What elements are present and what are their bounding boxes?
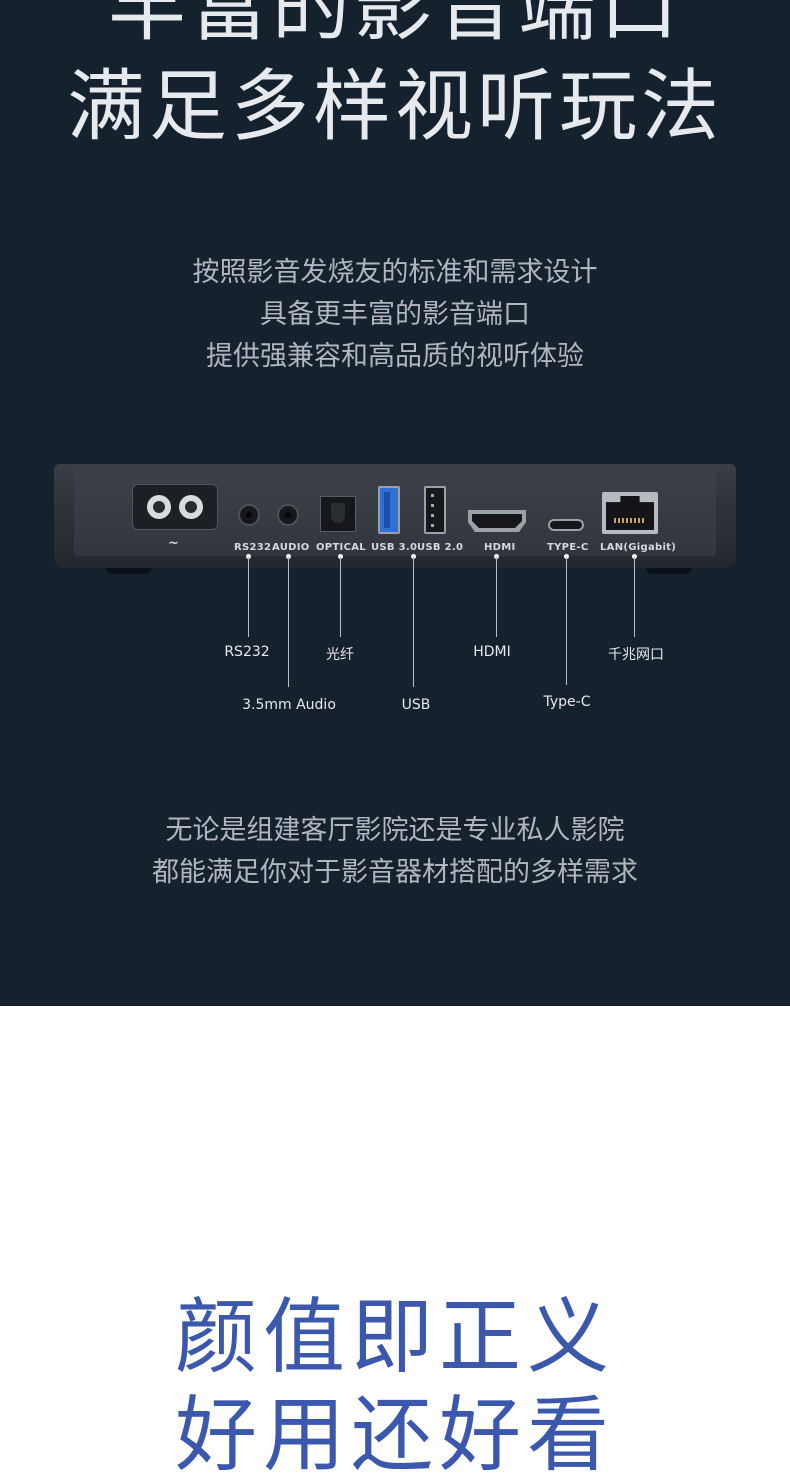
callout-dot-rs232 — [246, 554, 251, 559]
intro-line-2: 具备更丰富的影音端口 — [260, 299, 530, 330]
callout-dot-lan — [632, 554, 637, 559]
rs232-port-label: RS232 — [234, 542, 272, 553]
audio-port-label: AUDIO — [272, 542, 310, 553]
callout-dot-hdmi — [494, 554, 499, 559]
callout-line-audio — [288, 557, 289, 687]
power-socket — [132, 484, 218, 530]
callout-label-lan: 千兆网口 — [608, 647, 664, 663]
beauty-title-line-1: 颜值即正义 — [174, 1290, 615, 1385]
typec-port — [548, 519, 584, 531]
power-symbol: ~ — [168, 536, 180, 551]
device-rear-panel: ~ RS232 AUDIO OPTICAL USB 3.0 — [54, 464, 736, 576]
callout-line-lan — [634, 557, 635, 637]
lan-port-label: LAN(Gigabit) — [600, 542, 677, 553]
callout-label-typec: Type-C — [543, 694, 591, 710]
hdmi-port-label: HDMI — [484, 542, 516, 553]
callout-line-rs232 — [248, 557, 249, 637]
callout-line-typec — [566, 557, 567, 685]
callout-dot-optical — [338, 554, 343, 559]
callout-label-hdmi: HDMI — [473, 644, 511, 660]
callout-line-hdmi — [496, 557, 497, 637]
outro-line-2: 都能满足你对于影音器材搭配的多样需求 — [152, 857, 638, 888]
callout-dot-audio — [286, 554, 291, 559]
intro-line-3: 提供强兼容和高品质的视听体验 — [206, 341, 584, 372]
callout-line-usb — [413, 557, 414, 687]
optical-port-label: OPTICAL — [316, 542, 366, 553]
usb2-port — [424, 486, 446, 534]
callout-dot-usb — [411, 554, 416, 559]
audio-jack — [277, 504, 299, 526]
typec-port-label: TYPE-C — [547, 542, 589, 553]
hero-title-line-2: 满足多样视听玩法 — [66, 62, 723, 152]
dark-section: 丰富的影音端口 满足多样视听玩法 按照影音发烧友的标准和需求设计 具备更丰富的影… — [0, 0, 790, 1006]
hero-title-line-1: 丰富的影音端口 — [107, 0, 682, 52]
usb2-port-label: USB 2.0 — [417, 542, 464, 553]
callout-label-rs232: RS232 — [224, 644, 270, 660]
outro-line-1: 无论是组建客厅影院还是专业私人影院 — [165, 815, 625, 846]
usb3-port-label: USB 3.0 — [371, 542, 418, 553]
port-panel: ~ RS232 AUDIO OPTICAL USB 3.0 — [74, 470, 716, 556]
callout-label-usb: USB — [401, 697, 431, 713]
callout-dot-typec — [564, 554, 569, 559]
callout-label-optical: 光纤 — [326, 647, 354, 663]
intro-line-1: 按照影音发烧友的标准和需求设计 — [192, 257, 598, 288]
optical-port — [320, 496, 356, 532]
callout-label-audio: 3.5mm Audio — [242, 697, 336, 713]
usb3-port — [378, 486, 400, 534]
callout-line-optical — [340, 557, 341, 637]
hdmi-port — [468, 510, 526, 532]
beauty-title-line-2: 好用还好看 — [174, 1388, 615, 1483]
device-body: ~ RS232 AUDIO OPTICAL USB 3.0 — [54, 464, 736, 568]
rs232-jack — [238, 504, 260, 526]
lan-port — [602, 492, 658, 534]
